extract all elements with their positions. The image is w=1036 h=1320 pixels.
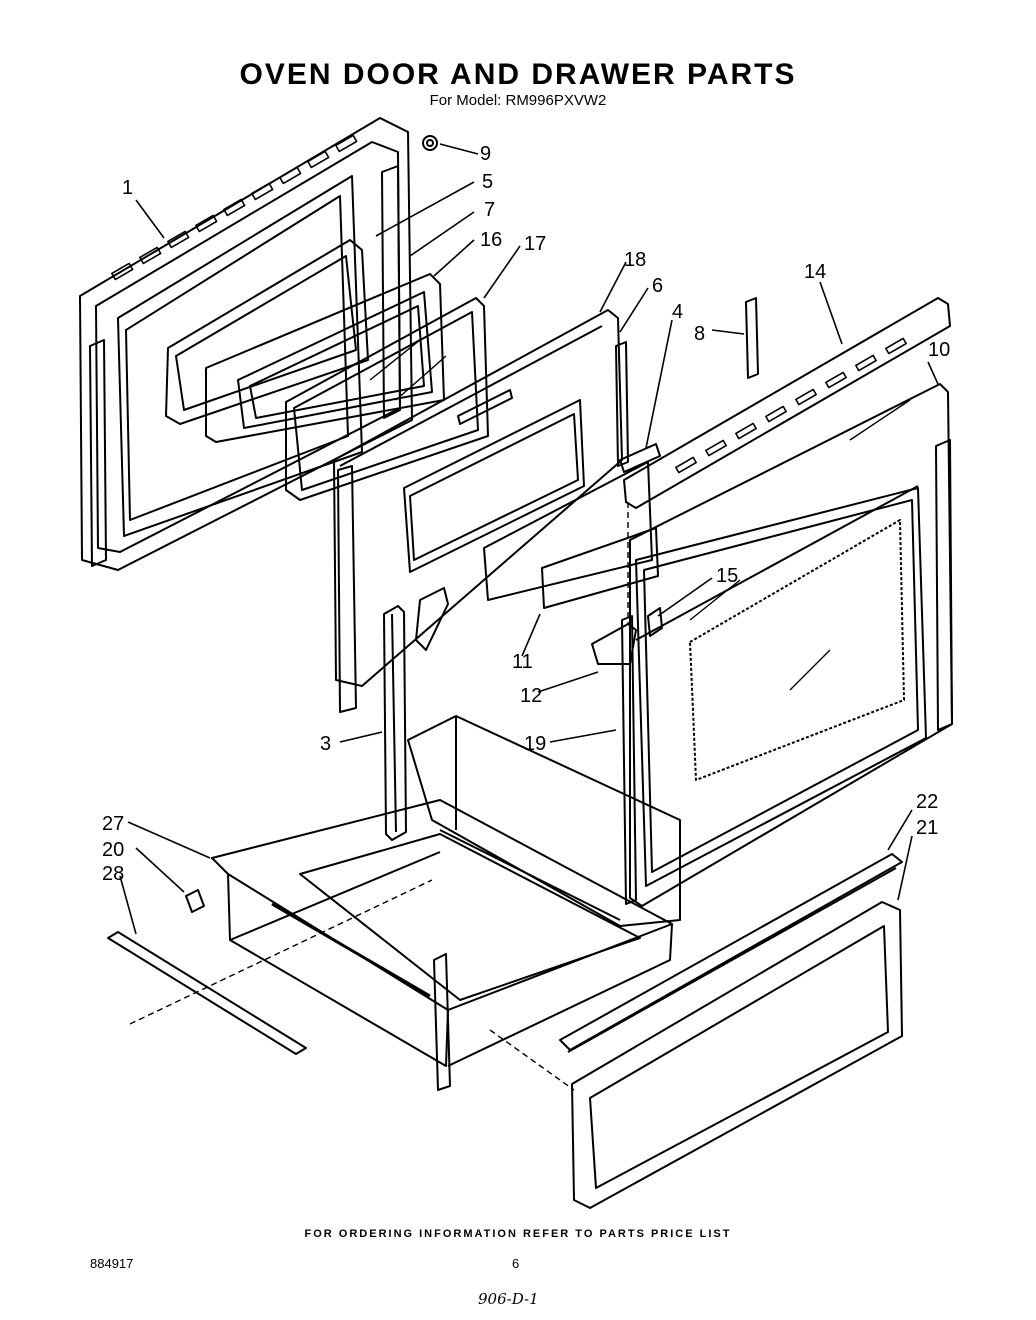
alignment-lines: [129, 502, 629, 1091]
leader-lines: [119, 143, 939, 935]
callout-1: 1: [122, 177, 133, 199]
callout-20: 20: [102, 839, 124, 861]
drawer-clip: [185, 889, 205, 913]
callout-17: 17: [524, 233, 546, 255]
callout-21: 21: [916, 817, 938, 839]
page-number: 6: [512, 1256, 520, 1271]
callout-18: 18: [624, 249, 646, 271]
door-channel: [383, 605, 407, 841]
inner-door-liner: [333, 309, 623, 713]
callout-6: 6: [652, 275, 663, 297]
callout-15: 15: [716, 565, 738, 587]
liner-side-strip: [615, 341, 629, 467]
callout-9: 9: [480, 143, 491, 165]
callout-7: 7: [484, 199, 495, 221]
door-stop-knob: [422, 135, 438, 151]
drawer-rail: [107, 931, 307, 1055]
inner-glass-pane: [205, 273, 445, 443]
handwritten-note: 906-D-1: [478, 1290, 539, 1308]
document-number: 884917: [90, 1256, 134, 1271]
drawer-housing: [407, 715, 681, 927]
callout-3: 3: [320, 733, 331, 755]
callout-10: 10: [928, 339, 950, 361]
window-frame: [165, 239, 369, 425]
drawer-front-trim: [559, 853, 903, 1053]
callout-19: 19: [524, 733, 546, 755]
drawer-body: [211, 799, 673, 1091]
door-top-trim: [619, 297, 951, 509]
vent-deflector: [483, 461, 659, 609]
model-subtitle: For Model: RM996PXVW2: [429, 92, 607, 109]
window-frame-inner: [175, 255, 357, 411]
callout-22: 22: [916, 791, 938, 813]
callout-27: 27: [102, 813, 124, 835]
ordering-info-footer: FOR ORDERING INFORMATION REFER TO PARTS …: [304, 1228, 732, 1240]
callout-16: 16: [480, 229, 502, 251]
callout-28: 28: [102, 863, 124, 885]
door-glass-panel: [285, 297, 489, 501]
callout-11: 11: [512, 651, 533, 673]
callout-4: 4: [672, 301, 683, 323]
callout-5: 5: [482, 171, 493, 193]
outer-window-frame: [629, 383, 953, 907]
callout-labels: 9 1 5 7 16 17 18 6 4 8 14 10 15 11 12 3 …: [102, 143, 950, 885]
callout-14: 14: [804, 261, 826, 283]
callout-8: 8: [694, 323, 705, 345]
door-hinge: [591, 485, 919, 665]
drawer-front-panel: [571, 901, 903, 1209]
hinge-bracket: [745, 297, 759, 379]
page-title: OVEN DOOR AND DRAWER PARTS: [239, 58, 797, 91]
callout-12: 12: [520, 685, 542, 707]
